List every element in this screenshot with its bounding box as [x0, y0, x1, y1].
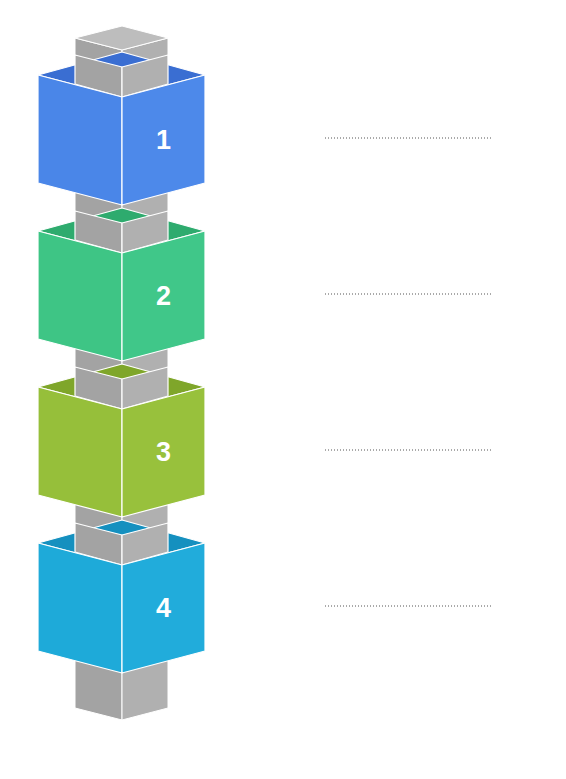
cube-right-face: [122, 231, 205, 361]
cube-right-face: [122, 387, 205, 517]
cube-shape: [38, 208, 205, 361]
cube-left-face: [38, 75, 122, 205]
cube-block: 3: [38, 364, 205, 517]
cube-block: 2: [38, 208, 205, 361]
cube-block: 4: [38, 520, 205, 673]
cube-left-face: [38, 231, 122, 361]
callout-number: 2: [122, 280, 205, 312]
blank-line: [325, 450, 493, 451]
callout-number: 4: [122, 592, 205, 624]
cube-right-face: [122, 75, 205, 205]
cube-shape: [38, 520, 205, 673]
cube-right-face: [122, 543, 205, 673]
cube-left-face: [38, 387, 122, 517]
callout-number: 1: [122, 124, 205, 156]
pole-cap: [75, 26, 168, 50]
blank-line: [325, 138, 493, 139]
cube-block: 1: [38, 52, 205, 205]
cube-shape: [38, 52, 205, 205]
cube-left-face: [38, 543, 122, 673]
callout-number: 3: [122, 436, 205, 468]
blank-line: [325, 294, 493, 295]
blank-line: [325, 606, 493, 607]
cube-shape: [38, 364, 205, 517]
